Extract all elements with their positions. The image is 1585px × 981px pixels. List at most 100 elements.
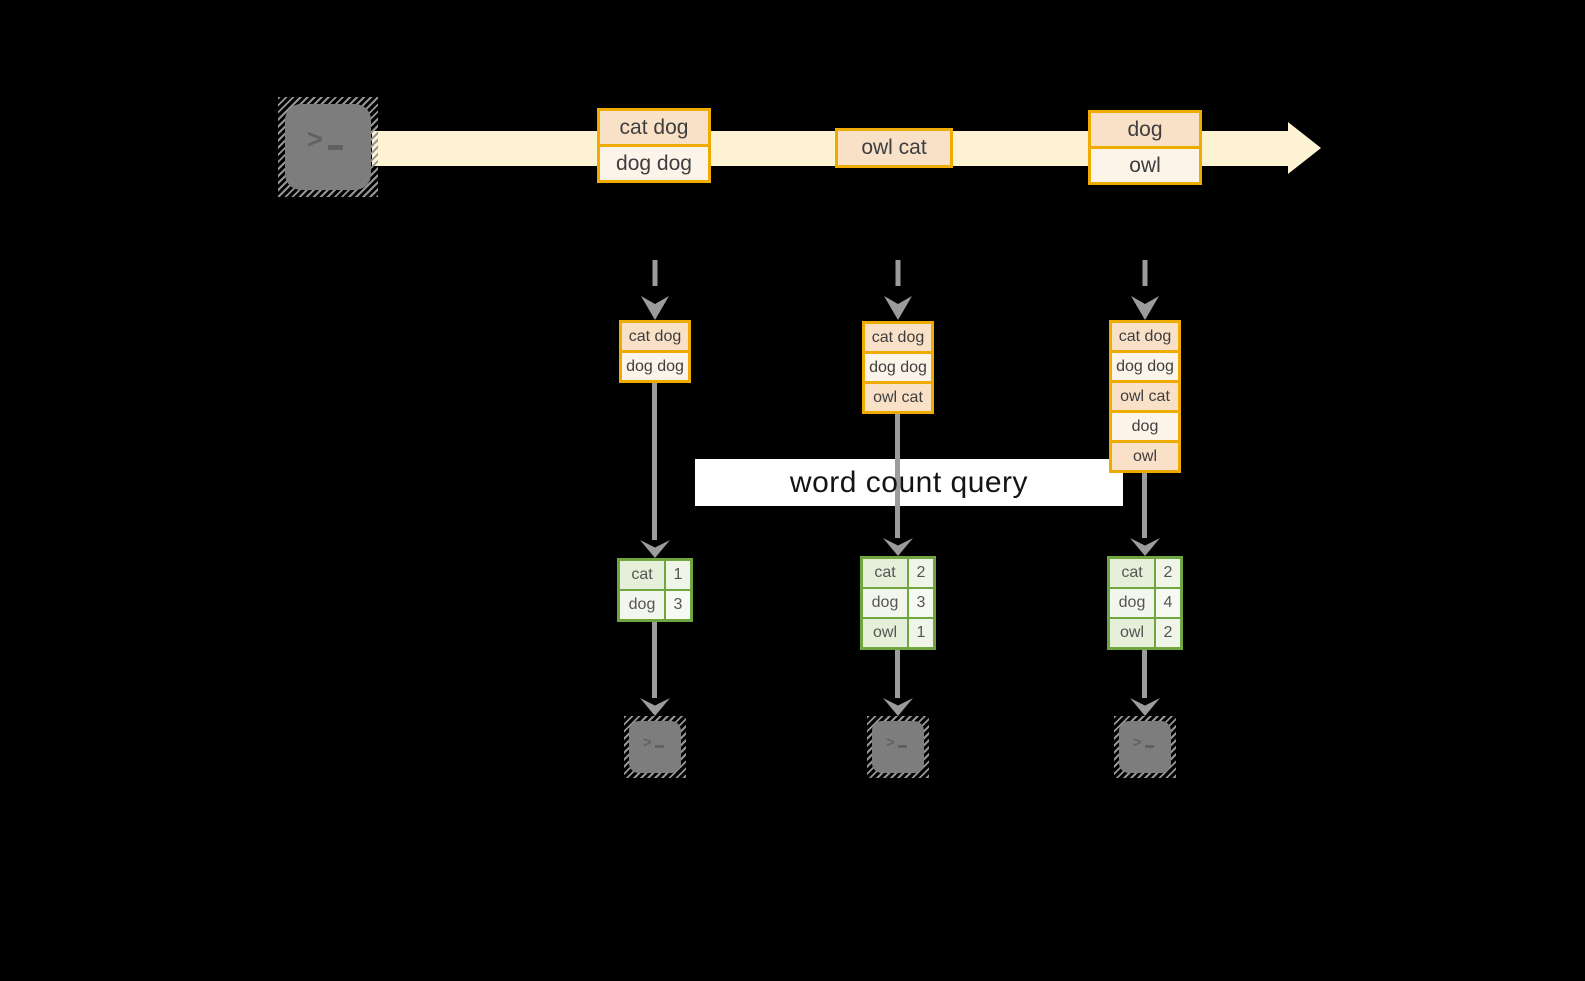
- record-text: dog dog: [616, 151, 692, 175]
- dashed-down-arrow-icon: [641, 260, 669, 320]
- count-text: 1: [916, 624, 926, 641]
- count-text: 2: [1163, 624, 1173, 641]
- stream-record: owl cat: [865, 384, 931, 411]
- terminal-prompt-icon: >: [643, 735, 664, 750]
- timeline-batch-3: dog owl: [1088, 110, 1202, 185]
- count-text: 2: [1163, 564, 1173, 581]
- stream-record: cat dog: [1112, 323, 1178, 350]
- count-cell: 1: [909, 619, 933, 647]
- down-arrowhead-icon: [1130, 538, 1160, 556]
- input-snapshot-1: cat dog dog dog: [619, 320, 691, 383]
- terminal-icon: >: [285, 104, 371, 190]
- stream-source-terminal-icon: >: [278, 97, 378, 197]
- word-text: owl: [1119, 624, 1144, 641]
- word-cell: cat: [863, 559, 907, 587]
- stream-record: cat dog: [600, 111, 708, 144]
- down-arrow-line: [895, 650, 900, 698]
- record-text: dog dog: [869, 358, 927, 376]
- count-text: 1: [673, 566, 683, 583]
- count-text: 3: [673, 596, 683, 613]
- count-text: 2: [916, 564, 926, 581]
- count-text: 4: [1163, 594, 1173, 611]
- count-text: 3: [916, 594, 926, 611]
- word-cell: dog: [1110, 589, 1154, 617]
- stream-record: owl: [1091, 149, 1199, 182]
- stream-record: dog dog: [600, 147, 708, 180]
- dashed-down-arrow-icon: [1131, 260, 1159, 320]
- record-text: dog dog: [626, 357, 684, 375]
- sink-terminal-icon: >: [867, 716, 929, 778]
- down-arrow-line: [1142, 473, 1147, 538]
- record-text: cat dog: [1118, 327, 1172, 345]
- count-cell: 2: [909, 559, 933, 587]
- word-cell: dog: [863, 589, 907, 617]
- stream-record: dog dog: [1112, 353, 1178, 380]
- record-text: dog: [1131, 417, 1159, 435]
- stream-record: dog: [1112, 413, 1178, 440]
- stream-timeline-arrowhead-icon: [1288, 122, 1321, 174]
- query-band: [695, 459, 1123, 506]
- terminal-icon: >: [1119, 721, 1171, 773]
- terminal-icon: >: [629, 721, 681, 773]
- count-cell: 3: [666, 591, 690, 619]
- word-text: cat: [631, 566, 653, 583]
- sink-terminal-icon: >: [1114, 716, 1176, 778]
- terminal-icon: >: [872, 721, 924, 773]
- sink-terminal-icon: >: [624, 716, 686, 778]
- down-arrowhead-icon: [1130, 698, 1160, 716]
- word-cell: cat: [620, 561, 664, 589]
- stream-record: owl cat: [1112, 383, 1178, 410]
- input-snapshot-3: cat dog dog dog owl cat dog owl: [1109, 320, 1181, 473]
- word-text: dog: [871, 594, 899, 611]
- count-cell: 2: [1156, 619, 1180, 647]
- down-arrow-line: [652, 383, 657, 540]
- word-count-table-1: cat 1 dog 3: [617, 558, 693, 622]
- record-text: dog dog: [1116, 357, 1174, 375]
- down-arrowhead-icon: [883, 698, 913, 716]
- down-arrowhead-icon: [883, 538, 913, 556]
- stream-record: owl cat: [838, 131, 950, 165]
- record-text: owl cat: [873, 388, 923, 406]
- count-cell: 2: [1156, 559, 1180, 587]
- word-cell: cat: [1110, 559, 1154, 587]
- down-arrow-line: [1142, 650, 1147, 698]
- word-count-table-2: cat 2 dog 3 owl 1: [860, 556, 936, 650]
- stream-record: dog dog: [622, 353, 688, 380]
- query-label: word count query: [789, 465, 1029, 499]
- record-text: cat dog: [871, 328, 925, 346]
- stream-record: dog dog: [865, 354, 931, 381]
- count-cell: 3: [909, 589, 933, 617]
- down-arrowhead-icon: [640, 698, 670, 716]
- down-arrow-line: [895, 414, 900, 538]
- word-count-table-3: cat 2 dog 4 owl 2: [1107, 556, 1183, 650]
- word-text: cat: [874, 564, 896, 581]
- stream-record: owl: [1112, 443, 1178, 470]
- terminal-prompt-icon: >: [886, 735, 907, 750]
- word-cell: owl: [863, 619, 907, 647]
- word-text: owl: [872, 624, 897, 641]
- record-text: cat dog: [628, 327, 682, 345]
- timeline-batch-1: cat dog dog dog: [597, 108, 711, 183]
- terminal-prompt-icon: >: [307, 126, 343, 153]
- word-cell: dog: [620, 591, 664, 619]
- word-text: dog: [628, 596, 656, 613]
- record-text: owl: [1129, 153, 1161, 177]
- down-arrowhead-icon: [640, 540, 670, 558]
- word-cell: owl: [1110, 619, 1154, 647]
- stream-record: dog: [1091, 113, 1199, 146]
- count-cell: 1: [666, 561, 690, 589]
- record-text: owl cat: [861, 136, 927, 159]
- record-text: owl: [1132, 447, 1157, 465]
- input-snapshot-2: cat dog dog dog owl cat: [862, 321, 934, 414]
- word-text: cat: [1121, 564, 1143, 581]
- count-cell: 4: [1156, 589, 1180, 617]
- word-text: dog: [1118, 594, 1146, 611]
- dashed-down-arrow-icon: [884, 260, 912, 320]
- record-text: cat dog: [619, 115, 689, 139]
- timeline-batch-2: owl cat: [835, 128, 953, 168]
- down-arrow-line: [652, 622, 657, 698]
- record-text: dog: [1127, 117, 1163, 141]
- terminal-prompt-icon: >: [1133, 735, 1154, 750]
- stream-record: cat dog: [622, 323, 688, 350]
